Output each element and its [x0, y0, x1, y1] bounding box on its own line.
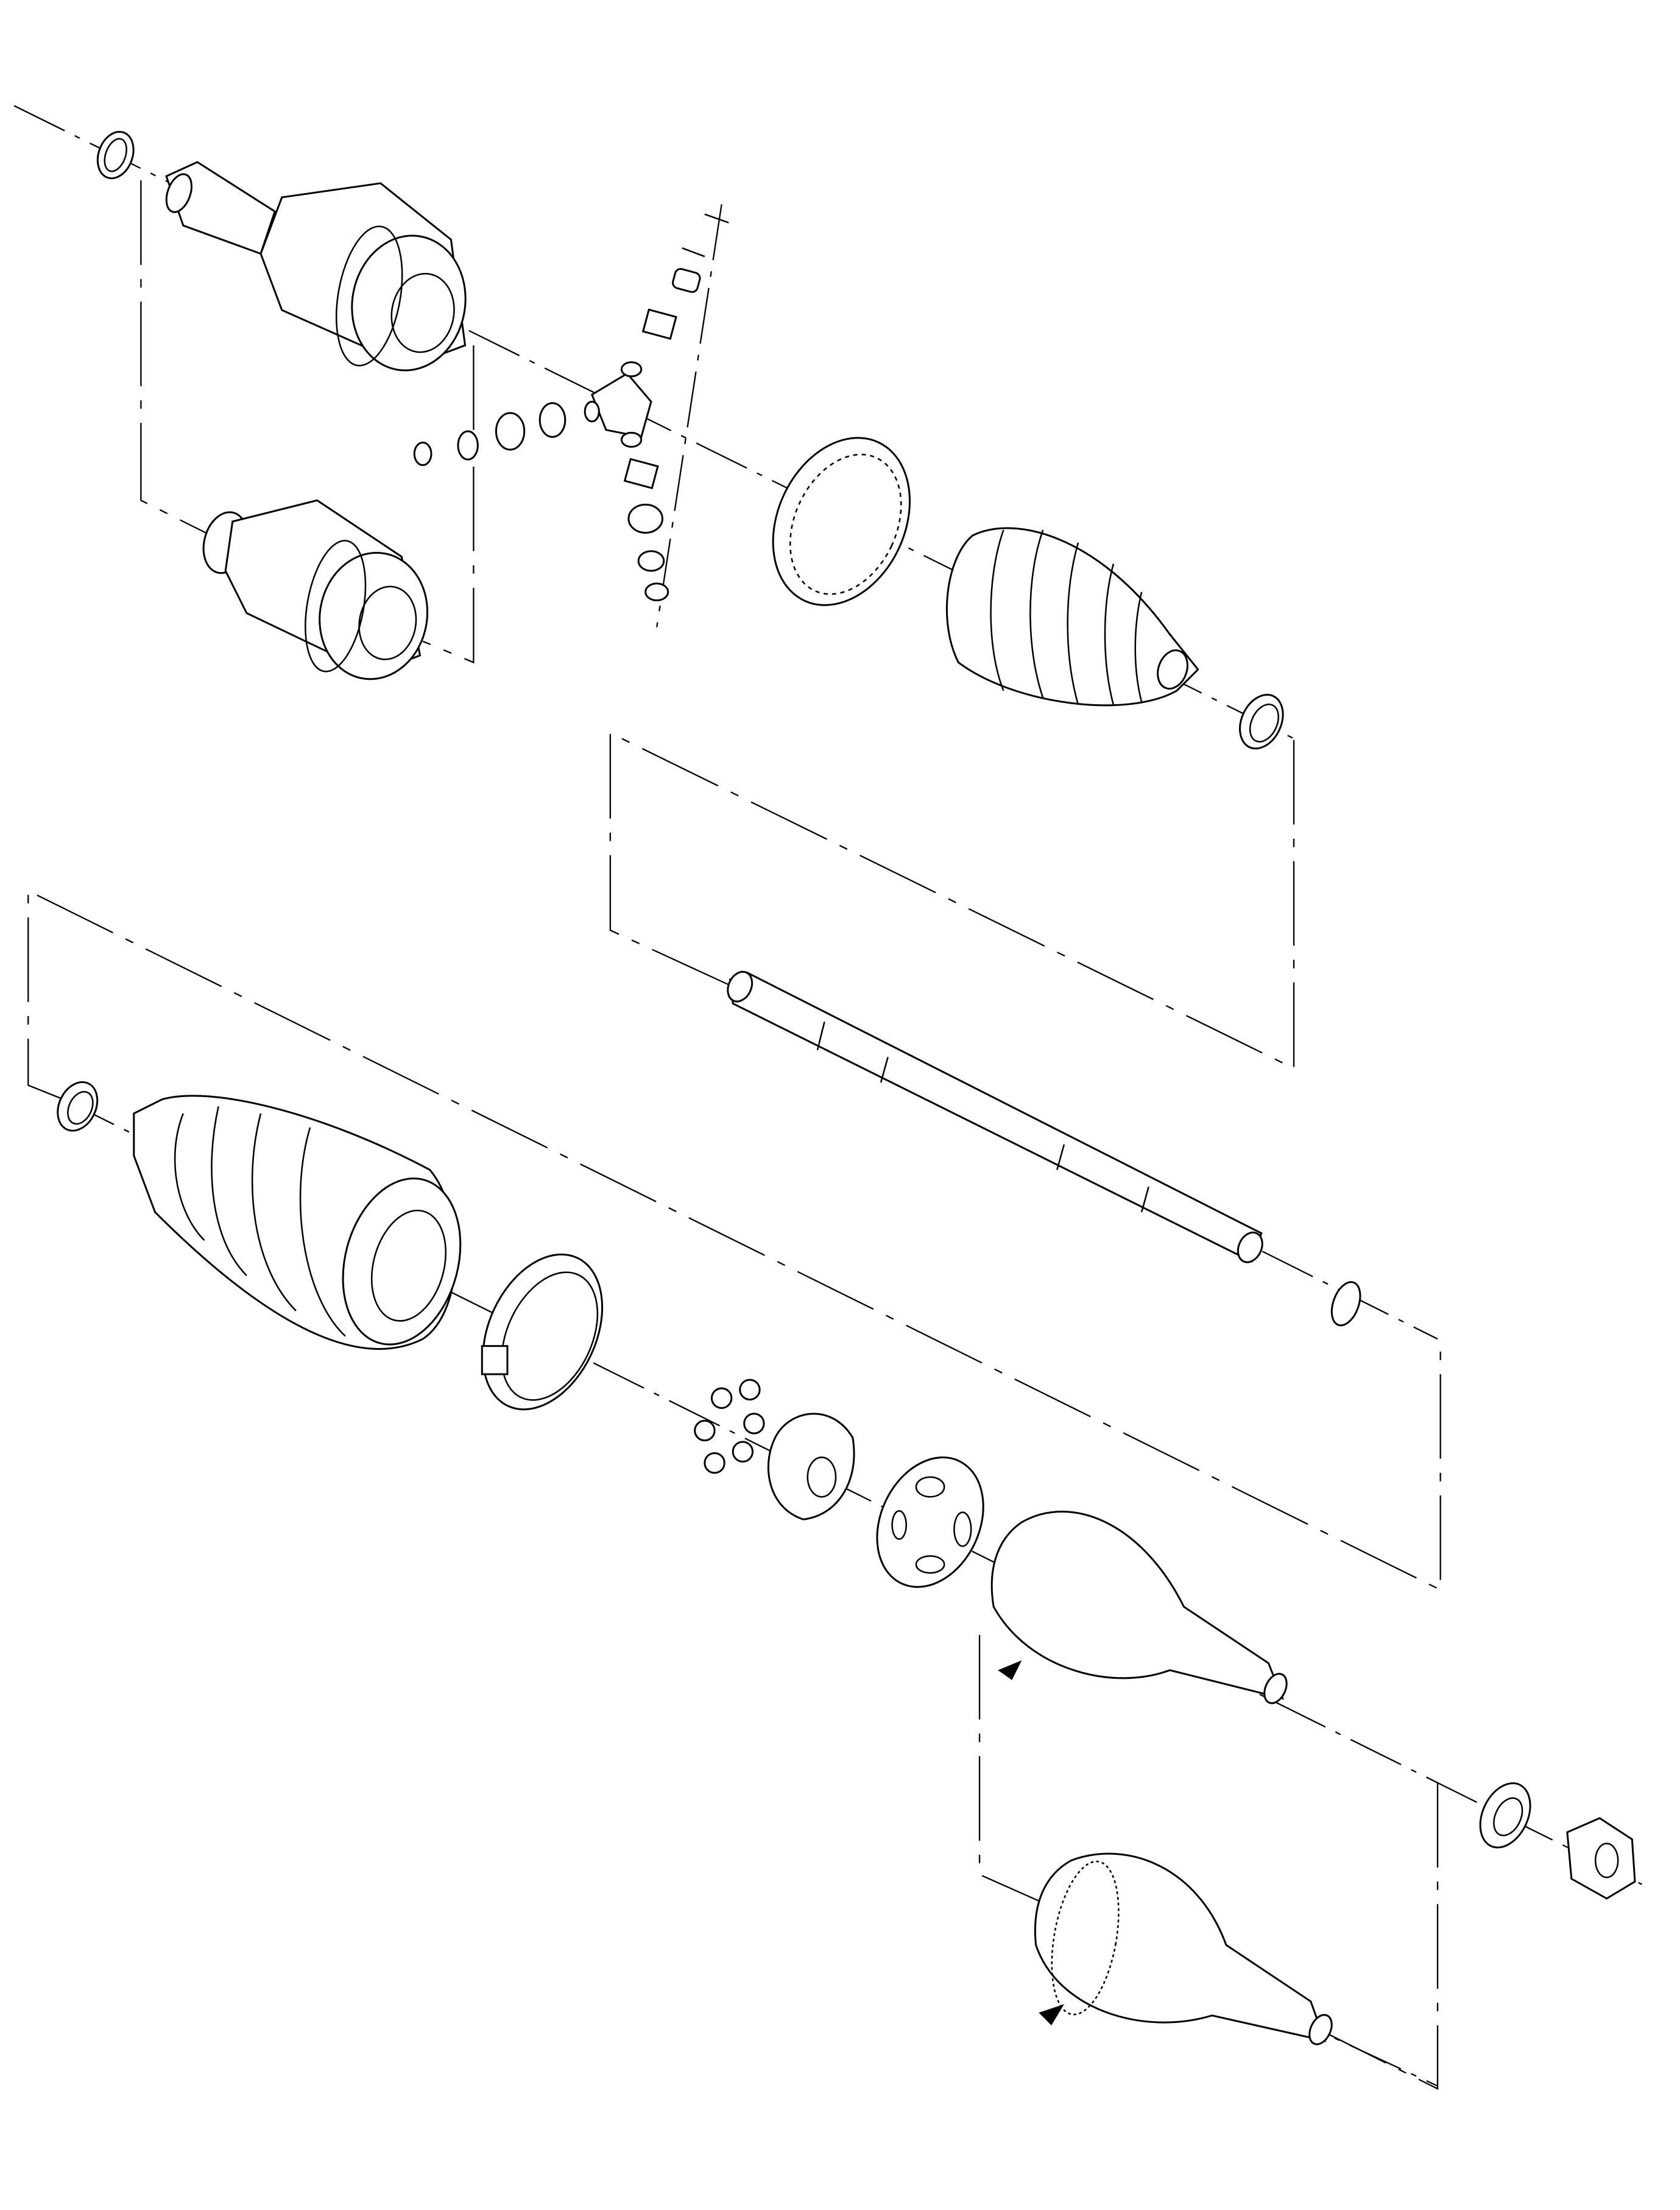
tripod-roller-set-top	[641, 213, 729, 340]
spider-axis-line	[656, 204, 722, 627]
boot-clamp-inner	[1239, 694, 1284, 750]
tripod-spider	[584, 361, 652, 448]
inner-boot	[945, 527, 1199, 707]
cv-joint-balls	[694, 1379, 765, 1474]
inner-joint-housing	[165, 161, 467, 372]
bracket-inner-joint-right	[422, 345, 475, 664]
marker-triangle-2	[1039, 2004, 1064, 2025]
marker-triangle-1	[998, 1660, 1022, 1681]
inner-joint-housing-alternative	[202, 499, 429, 680]
bracket-inner-joint-alt	[140, 180, 212, 537]
bracket-boot-to-shaft	[609, 732, 1295, 1070]
cv-joint-inner-race	[768, 1413, 855, 1520]
tripod-roller-set-left	[413, 402, 566, 467]
circlip-top	[96, 130, 135, 180]
half-shaft	[727, 970, 1263, 1263]
washer	[1479, 1782, 1531, 1849]
bracket-outer-joint-alt	[978, 1634, 1043, 1904]
tripod-roller-set-bottom	[623, 457, 669, 602]
outer-cv-joint-alternative	[1034, 1852, 1333, 2046]
cv-joint-cage	[876, 1456, 984, 1588]
boot-clamp-outer-large	[481, 1253, 604, 1411]
bracket-outer-joint-right	[1324, 1782, 1439, 2090]
boot-clamp-outer-small	[57, 1081, 99, 1132]
bracket-large-box	[27, 889, 1441, 1591]
hub-nut	[1566, 1817, 1636, 1900]
abs-tone-ring	[772, 437, 911, 606]
outer-cv-joint	[990, 1511, 1288, 1704]
outer-boot	[133, 1095, 462, 1350]
shaft-circlip	[1330, 1281, 1361, 1327]
